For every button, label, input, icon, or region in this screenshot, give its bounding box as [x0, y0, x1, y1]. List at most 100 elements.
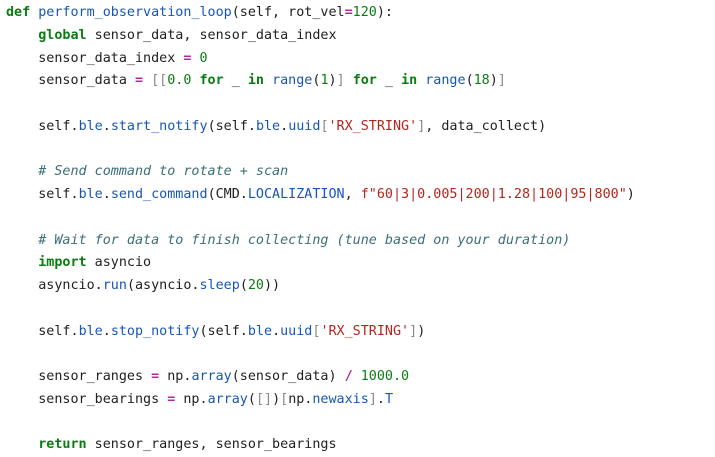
code-token: LOCALIZATION	[247, 187, 345, 202]
code-token: perform_observation_loop	[38, 5, 232, 20]
code-token: [	[312, 323, 321, 339]
code-token: .	[272, 323, 281, 339]
code-token: # Wait for data to finish collecting (tu…	[38, 232, 571, 248]
code-line: # Send command to rotate + scan	[6, 161, 635, 184]
code-token: )	[417, 323, 426, 339]
code-token: return	[38, 437, 87, 453]
code-token: [	[320, 118, 329, 134]
code-token: self.	[6, 187, 79, 202]
code-token: ]	[417, 118, 426, 134]
code-token: sensor_bearings	[6, 391, 168, 407]
code-token: (self.	[207, 118, 256, 134]
code-line: sensor_data_index = 0	[6, 48, 635, 71]
code-token: (	[247, 391, 256, 407]
code-token: start_notify	[110, 118, 208, 134]
code-token: =	[135, 73, 144, 89]
code-token: =	[167, 391, 176, 407]
code-line: def perform_observation_loop(self, rot_v…	[6, 2, 635, 25]
code-token: 20	[247, 278, 264, 293]
code-token: run	[102, 278, 127, 293]
code-token: )	[626, 187, 635, 202]
code-token: , data_collect)	[425, 118, 547, 134]
code-token: (sensor_data)	[231, 369, 345, 384]
code-token: import	[38, 255, 87, 271]
code-token	[353, 369, 361, 384]
code-token: asyncio	[86, 255, 152, 271]
code-token: []	[255, 391, 273, 407]
code-line: ​	[6, 343, 635, 366]
code-line: self.ble.start_notify(self.ble.uuid['RX_…	[6, 116, 635, 139]
code-token: for	[199, 73, 224, 89]
code-token: sensor_data_index	[6, 50, 184, 66]
code-line: ​	[6, 298, 635, 321]
code-token: np.	[175, 391, 208, 407]
code-line: asyncio.run(asyncio.sleep(20))	[6, 275, 635, 298]
code-token	[6, 437, 38, 452]
code-token	[143, 73, 151, 88]
code-line: global sensor_data, sensor_data_index	[6, 25, 635, 48]
code-token	[6, 233, 38, 248]
code-token: ,	[344, 187, 361, 202]
code-token: ble	[78, 187, 103, 202]
code-token: send_command	[110, 187, 208, 202]
code-token: (	[312, 73, 321, 89]
code-token: _	[376, 73, 402, 89]
code-token: in	[247, 73, 264, 89]
code-token: .	[102, 187, 111, 202]
code-token	[6, 28, 38, 43]
code-token: sensor_data	[6, 73, 135, 89]
code-line: import asyncio	[6, 252, 635, 275]
code-line: ​	[6, 207, 635, 230]
code-token: sensor_ranges	[6, 369, 152, 384]
code-line: return sensor_ranges, sensor_bearings	[6, 434, 635, 457]
code-token: (	[239, 278, 248, 293]
code-token: array	[191, 369, 232, 384]
code-token: uuid	[288, 118, 321, 134]
code-token: /	[344, 369, 353, 384]
code-token: [[	[151, 73, 168, 89]
code-line: ​	[6, 412, 635, 435]
code-token	[345, 73, 353, 88]
code-token: =	[151, 369, 160, 384]
code-token: sensor_ranges, sensor_bearings	[86, 437, 337, 453]
code-token: [	[280, 391, 289, 407]
code-token: ):	[376, 5, 393, 20]
code-token: .	[376, 391, 385, 407]
code-token: )	[328, 73, 337, 89]
code-token: 'RX_STRING'	[328, 118, 418, 134]
code-token: .	[102, 118, 111, 134]
code-token: ble	[255, 118, 281, 134]
code-line: sensor_data = [[0.0 for _ in range(1)] f…	[6, 70, 635, 93]
code-token	[264, 73, 272, 88]
code-block: def perform_observation_loop(self, rot_v…	[6, 2, 635, 457]
code-token: np.	[288, 391, 313, 407]
code-token: 'RX_STRING'	[320, 323, 410, 339]
code-token: 120	[352, 5, 377, 20]
code-line: ​	[6, 139, 635, 162]
code-token: asyncio.	[6, 278, 103, 293]
code-token: for	[352, 73, 377, 89]
code-token: array	[207, 391, 248, 407]
code-token	[191, 51, 199, 66]
code-token: sleep	[199, 278, 240, 293]
code-token: 18	[473, 73, 490, 89]
code-token: range	[272, 73, 313, 89]
code-token: (self, rot_vel	[231, 5, 345, 20]
code-line: sensor_bearings = np.array([])[np.newaxi…	[6, 389, 635, 412]
code-token: 0.0	[167, 73, 192, 89]
code-token: ]	[368, 391, 377, 407]
code-token: range	[425, 73, 466, 89]
code-token: .	[280, 118, 289, 134]
code-token: 1	[320, 73, 329, 89]
code-token: in	[401, 73, 418, 89]
code-token: def	[6, 5, 31, 20]
code-token: (CMD.	[207, 187, 248, 202]
code-token	[191, 73, 199, 88]
code-line: self.ble.stop_notify(self.ble.uuid['RX_S…	[6, 321, 635, 344]
code-line: self.ble.send_command(CMD.LOCALIZATION, …	[6, 184, 635, 207]
code-token: uuid	[280, 323, 313, 339]
code-token: ]	[409, 323, 418, 339]
code-token: ble	[78, 323, 103, 339]
code-token: ]	[336, 73, 345, 89]
code-token: ))	[264, 278, 281, 293]
